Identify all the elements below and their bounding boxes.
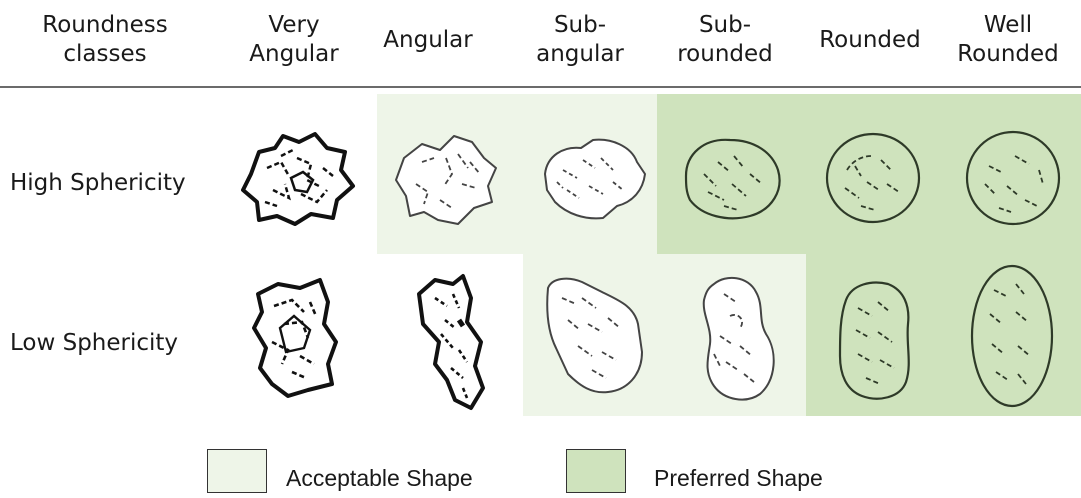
grain-high-very-angular [237,128,357,228]
header-angular-line1: Angular [383,26,472,55]
header-sub-angular-line1: Sub- [554,11,606,40]
header-rounded: Rounded [810,4,930,76]
header-roundness-line1: Roundness [42,11,167,40]
grain-low-rounded [828,272,924,406]
header-sub-angular-line2: angular [536,40,624,69]
grain-high-angular [388,128,508,228]
header-rounded-line1: Rounded [819,26,921,55]
header-sub-rounded-line1: Sub- [699,11,751,40]
header-divider [0,86,1081,88]
legend-label-acceptable: Acceptable Shape [286,465,473,492]
header-well-rounded: Well Rounded [948,4,1068,76]
legend-swatch-acceptable [207,449,267,493]
grain-high-rounded [815,126,931,230]
header-very-angular-line1: Very [268,11,319,40]
legend-label-preferred: Preferred Shape [654,465,823,492]
header-well-rounded-line1: Well [984,11,1032,40]
grain-low-very-angular [244,272,344,402]
header-roundness-classes: Roundness classes [20,4,190,76]
legend-swatch-preferred [566,449,626,493]
header-very-angular: Very Angular [234,4,354,76]
grain-high-sub-rounded [672,128,792,228]
row-label-low-sphericity: Low Sphericity [10,330,178,356]
row-label-high-sphericity: High Sphericity [10,170,186,196]
header-roundness-line2: classes [63,40,146,69]
header-sub-rounded: Sub- rounded [665,4,785,76]
grain-high-sub-angular [533,128,653,228]
header-angular: Angular [373,4,483,76]
grain-low-well-rounded [964,260,1060,412]
header-sub-angular: Sub- angular [520,4,640,76]
grain-low-sub-rounded [690,266,786,406]
header-well-rounded-line2: Rounded [957,40,1059,69]
grain-high-well-rounded [955,126,1071,230]
grain-low-sub-angular [538,270,654,400]
grain-low-angular [405,268,495,416]
header-sub-rounded-line2: rounded [677,40,773,69]
header-very-angular-line2: Angular [249,40,338,69]
